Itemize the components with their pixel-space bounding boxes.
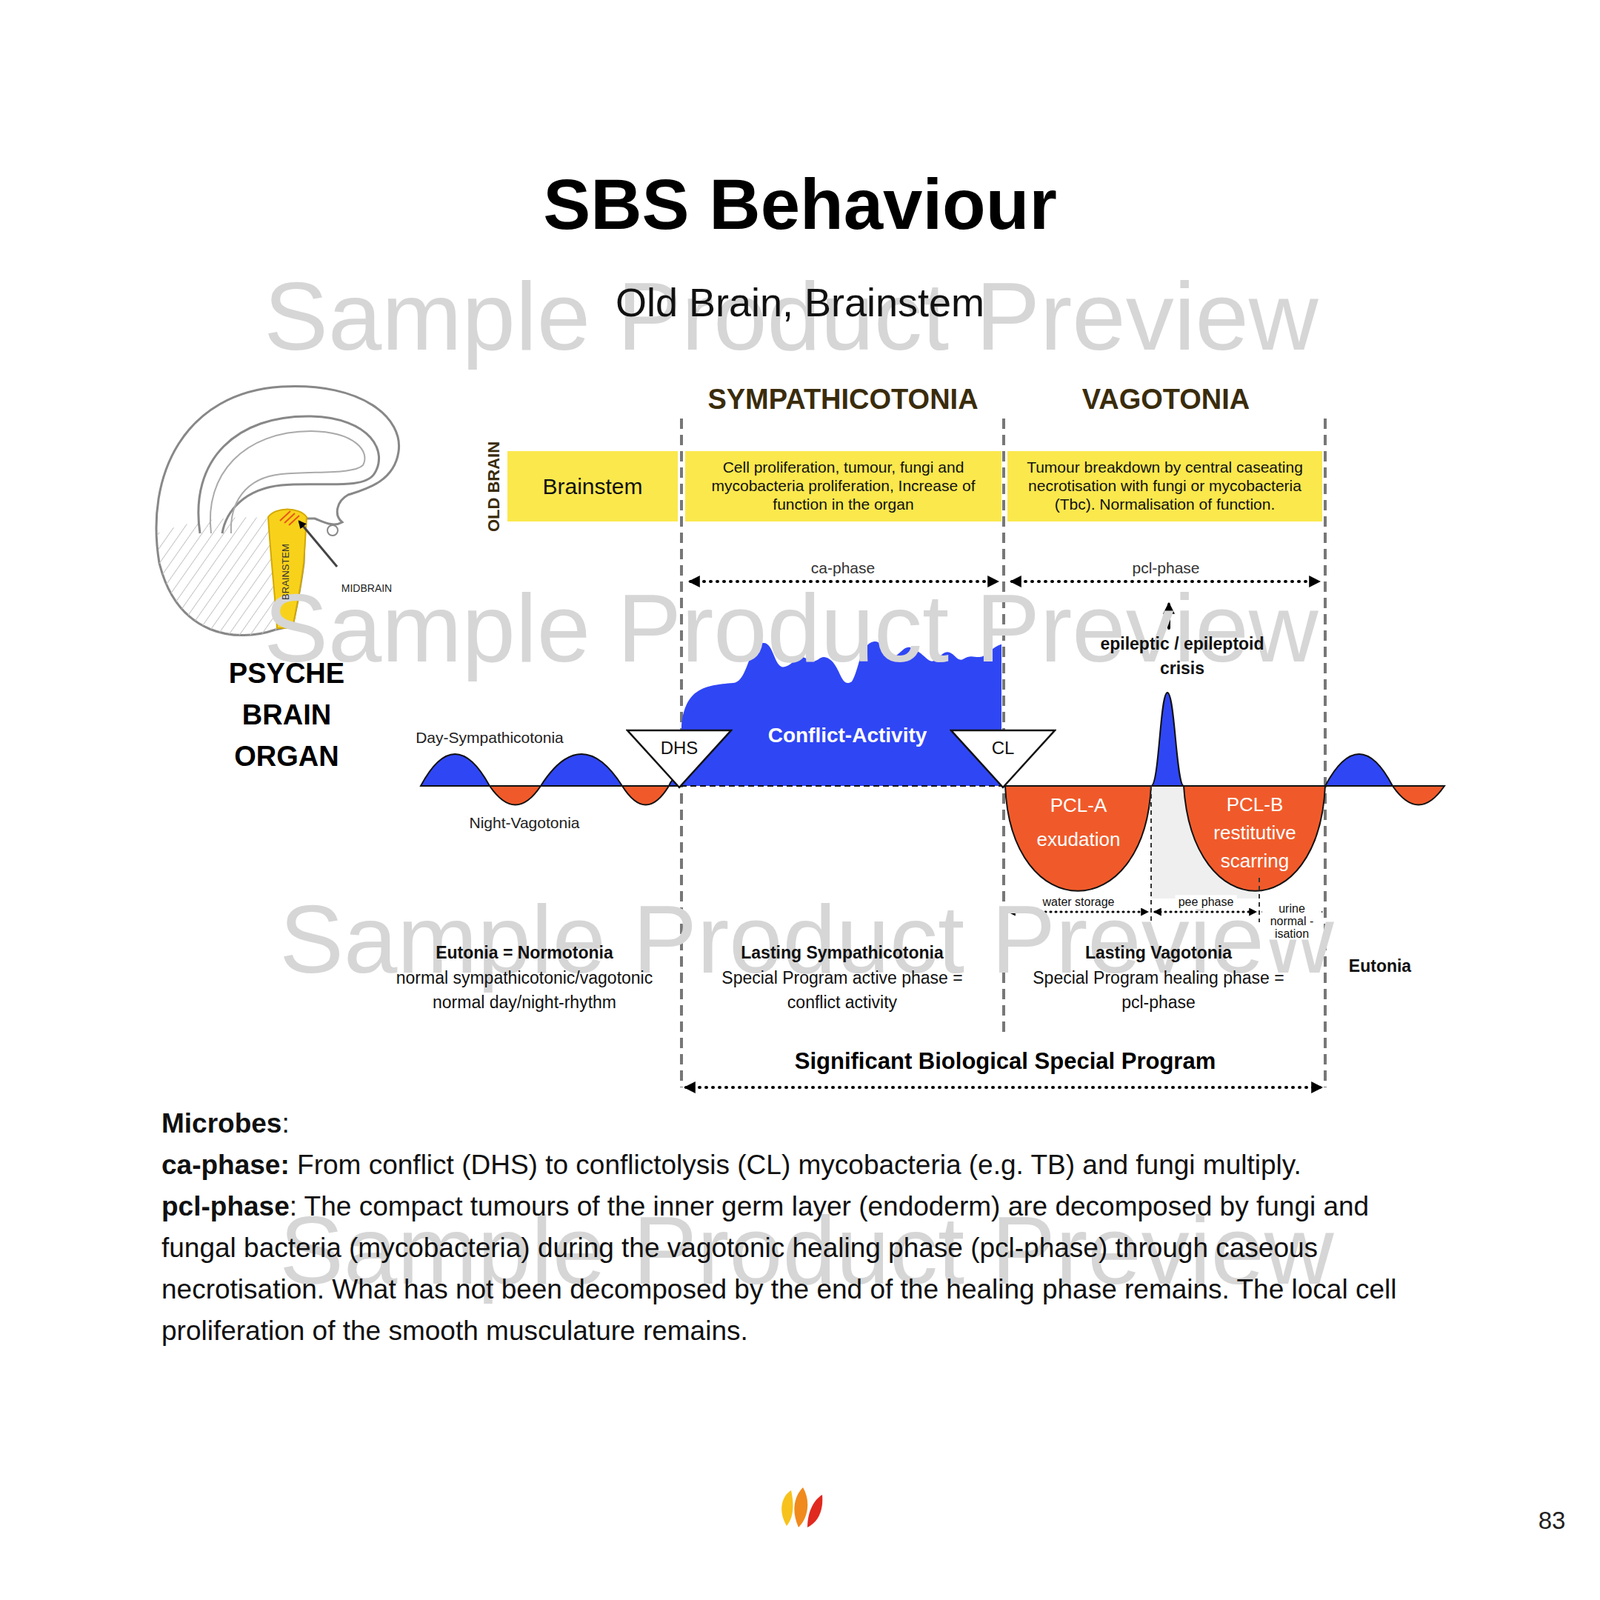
cl-marker: CL bbox=[949, 728, 1057, 789]
phase-description: Special Program healing phase = pcl-phas… bbox=[1017, 965, 1300, 1015]
dhs-marker: DHS bbox=[625, 728, 733, 789]
diagram-title: SBS Behaviour bbox=[542, 161, 1058, 247]
node-text: DHS bbox=[625, 737, 733, 759]
rhythm-label: Night-Vagotonia bbox=[468, 813, 580, 832]
part-label: MIDBRAIN bbox=[341, 582, 392, 595]
span-label: pee phase bbox=[1175, 894, 1238, 909]
body-sentence: : The compact tumours of the inner germ … bbox=[161, 1191, 1397, 1346]
page-number: 83 bbox=[1538, 1505, 1566, 1536]
wave-chart-part bbox=[1392, 785, 1445, 806]
logo-part bbox=[794, 1487, 808, 1528]
phase-description: Special Program active phase = conflict … bbox=[705, 965, 980, 1015]
body-paragraph: ca-phase:From conflict (DHS) to conflict… bbox=[161, 1144, 1421, 1186]
node-text: Cell proliferation, tumour, fungi and my… bbox=[692, 458, 995, 514]
node-text: Tumour breakdown by central caseating ne… bbox=[1014, 458, 1315, 514]
span-arrows-part bbox=[685, 1085, 1321, 1089]
node-text: CL bbox=[949, 737, 1057, 759]
body-text: Microbes:ca-phase:From conflict (DHS) to… bbox=[161, 1102, 1421, 1352]
node-text: Brainstem bbox=[542, 473, 643, 500]
part-label: BRAINSTEM bbox=[280, 543, 292, 600]
body-sentence: : bbox=[281, 1108, 289, 1139]
axis-label: OLD BRAIN bbox=[484, 441, 504, 532]
phase-box: Cell proliferation, tumour, fungi and my… bbox=[685, 451, 1002, 522]
phase-caption: Eutonia = Normotonia bbox=[435, 942, 614, 964]
logo-part bbox=[807, 1494, 823, 1528]
phase-heading: VAGOTONIA bbox=[1082, 382, 1251, 418]
span-label: urine normal -isation bbox=[1262, 902, 1322, 940]
wave-chart-part bbox=[420, 754, 490, 786]
brain-illustration-part bbox=[299, 521, 338, 567]
wave-chart-part bbox=[1325, 754, 1393, 786]
brain-illustration-part bbox=[327, 525, 338, 536]
span-caption: Significant Biological Special Program bbox=[794, 1047, 1216, 1075]
phase-caption: Lasting Vagotonia bbox=[1085, 942, 1232, 964]
level-label: PSYCHE BRAIN ORGAN bbox=[212, 652, 361, 778]
body-sentence: From conflict (DHS) to conflictolysis (C… bbox=[297, 1149, 1302, 1180]
term-label: ca-phase: bbox=[161, 1149, 290, 1180]
phase-caption: Eutonia bbox=[1348, 956, 1412, 978]
phase-box: Tumour breakdown by central caseating ne… bbox=[1007, 451, 1323, 522]
area-label: Conflict-Activity bbox=[768, 722, 928, 749]
wave-chart-part bbox=[1005, 785, 1152, 892]
wave-chart-part bbox=[622, 785, 669, 806]
wave-chart-part bbox=[420, 785, 1445, 787]
wave-chart-part bbox=[489, 785, 541, 806]
phase-description: normal sympathicotonic/vagotonic normal … bbox=[376, 965, 673, 1015]
crisis-label: epileptic / epileptoid crisis bbox=[1089, 631, 1275, 681]
logo bbox=[781, 1487, 823, 1528]
subtitle: Old Brain, Brainstem bbox=[615, 278, 985, 327]
phase-caption: Lasting Sympathicotonia bbox=[740, 942, 943, 964]
wave-chart-part bbox=[1183, 785, 1326, 892]
lobe-label: PCL-B restitutive scarring bbox=[1199, 790, 1311, 875]
brain-illustration-part bbox=[148, 511, 282, 645]
phase-label: pcl-phase bbox=[1128, 558, 1203, 578]
wave-chart-part bbox=[540, 754, 623, 786]
wave-chart bbox=[420, 641, 1445, 923]
phase-heading: SYMPATHICOTONIA bbox=[707, 382, 978, 418]
phase-label: ca-phase bbox=[808, 558, 878, 578]
lobe-label: PCL-A exudation bbox=[1019, 788, 1138, 857]
body-paragraph: Microbes: bbox=[161, 1102, 1421, 1145]
logo-part bbox=[781, 1490, 793, 1526]
wave-chart-part bbox=[1151, 692, 1184, 786]
brain-illustration-part bbox=[288, 515, 300, 526]
term-label: Microbes bbox=[161, 1108, 282, 1139]
rhythm-label: Day-Sympathicotonia bbox=[415, 728, 564, 747]
span-label: water storage bbox=[1040, 894, 1118, 909]
brainstem-box: Brainstem bbox=[507, 451, 678, 522]
body-paragraph: pcl-phase: The compact tumours of the in… bbox=[161, 1185, 1421, 1352]
term-label: pcl-phase bbox=[161, 1191, 290, 1222]
